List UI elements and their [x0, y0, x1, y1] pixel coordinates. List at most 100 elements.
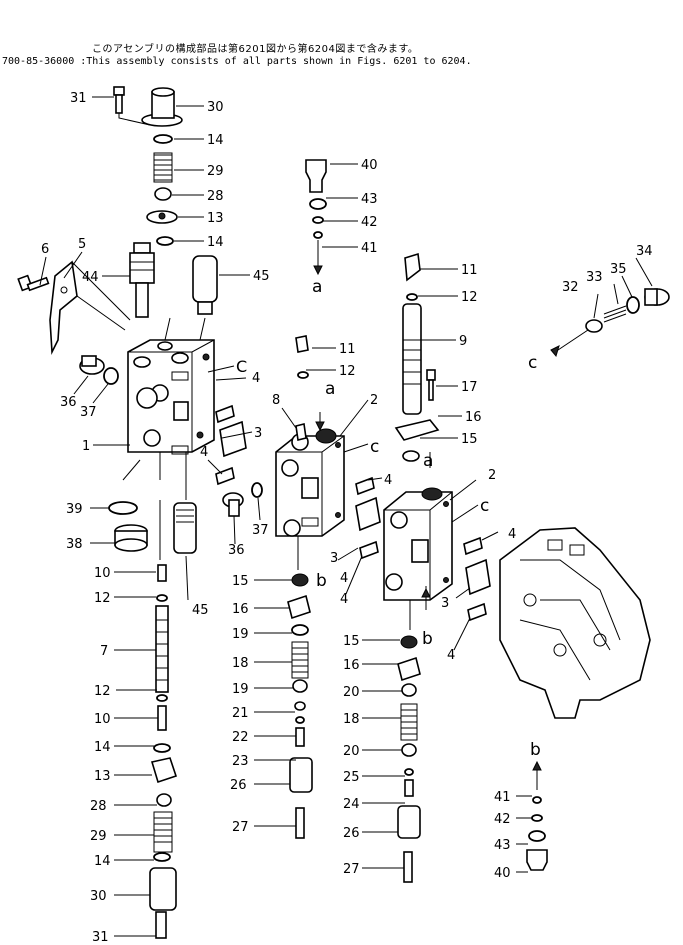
- cap-38: [114, 524, 148, 552]
- cap-30-top: [141, 87, 183, 127]
- assembled-valve-silhouette: [499, 527, 651, 719]
- gaskets-middle: [215, 404, 375, 517]
- far-right-parts: [550, 288, 670, 358]
- header-note-english: 700-85-36000 :This assembly consists of …: [2, 56, 472, 67]
- callout-c-4: c: [480, 496, 489, 516]
- callout-6: 6: [41, 242, 49, 257]
- callout-10-b: 10: [94, 712, 111, 727]
- header-note-japanese: このアセンブリの構成部品は第6201図から第6204図まで含みます。: [92, 44, 419, 55]
- callout-29-top: 29: [207, 164, 224, 179]
- callout-14-c: 14: [94, 740, 111, 755]
- callout-23: 23: [232, 754, 249, 769]
- callout-12-a: 12: [94, 591, 111, 606]
- o-ring-37-left: [103, 367, 119, 385]
- callout-25: 25: [343, 770, 360, 785]
- cartridge-45-top: [192, 255, 218, 315]
- callout-3-b: 3: [441, 596, 449, 611]
- callout-31-b: 31: [92, 930, 109, 945]
- callout-4-c: 4: [384, 473, 392, 488]
- callout-36-left: 36: [60, 395, 77, 410]
- right-lower-column: [397, 635, 421, 883]
- callout-4-e: 4: [447, 648, 455, 663]
- callout-40-top: 40: [361, 158, 378, 173]
- callout-29-b: 29: [90, 829, 107, 844]
- callout-39: 39: [66, 502, 83, 517]
- callout-42-bottom: 42: [494, 812, 511, 827]
- callout-16-right-lower: 16: [343, 658, 360, 673]
- callout-30-b: 30: [90, 889, 107, 904]
- left-spool-stack: [17, 86, 218, 939]
- callout-b-2: b: [422, 629, 433, 649]
- callout-c-1: c: [528, 353, 537, 373]
- callout-32: 32: [562, 280, 579, 295]
- callout-15-right-lower: 15: [343, 634, 360, 649]
- callout-11-middle: 11: [339, 342, 356, 357]
- bolt-6: [17, 274, 50, 292]
- retainer-13-top: [146, 210, 178, 224]
- callout-8: 8: [272, 393, 280, 408]
- callout-42-top: 42: [361, 215, 378, 230]
- callout-26-middle: 26: [230, 778, 247, 793]
- callout-4-g: 4: [340, 571, 348, 586]
- section-body-middle: [275, 335, 345, 570]
- callout-26-right: 26: [343, 826, 360, 841]
- callout-41-bottom: 41: [494, 790, 511, 805]
- callout-45-top: 45: [253, 269, 270, 284]
- callout-37-middle: 37: [252, 523, 269, 538]
- seat-28-top: [154, 187, 172, 201]
- callout-12-right: 12: [461, 290, 478, 305]
- callout-a-1: a: [312, 277, 322, 297]
- spool-column-left: [149, 564, 178, 939]
- bracket-5: [49, 260, 131, 356]
- plug-36-middle: [222, 492, 244, 517]
- callout-4-b: 4: [200, 445, 208, 460]
- callout-27-middle: 27: [232, 820, 249, 835]
- callout-C-2: C: [236, 357, 247, 376]
- callout-19-a: 19: [232, 627, 249, 642]
- callout-7: 7: [100, 644, 108, 659]
- callout-20-b: 20: [343, 744, 360, 759]
- callout-21: 21: [232, 706, 249, 721]
- middle-lower-column: [287, 573, 313, 839]
- callout-2-right: 2: [488, 468, 496, 483]
- callout-45-lower: 45: [192, 603, 209, 618]
- callout-14-d: 14: [94, 854, 111, 869]
- callout-20-a: 20: [343, 685, 360, 700]
- callout-15-right: 15: [461, 432, 478, 447]
- o-ring-39: [108, 501, 138, 515]
- callout-4-f: 4: [340, 592, 348, 607]
- callout-40-bottom: 40: [494, 866, 511, 881]
- spring-29-top: [153, 152, 173, 183]
- callout-5: 5: [78, 237, 86, 252]
- right-top-stack: [394, 252, 440, 468]
- callout-24: 24: [343, 797, 360, 812]
- callout-b-3: b: [530, 740, 541, 760]
- bolt-31-top: [113, 86, 151, 126]
- callout-31-top: 31: [70, 91, 87, 106]
- callout-16-middle: 16: [232, 602, 249, 617]
- o-ring-14-top: [153, 134, 173, 144]
- callout-41-top: 41: [361, 241, 378, 256]
- cartridge-45-lower: [173, 502, 197, 554]
- callout-a-3: a: [423, 451, 433, 471]
- callout-38: 38: [66, 537, 83, 552]
- callout-17: 17: [461, 380, 478, 395]
- callout-9: 9: [459, 334, 467, 349]
- callout-4-a: 4: [252, 371, 260, 386]
- figure-header: このアセンブリの構成部品は第6201図から第6204図まで含みます。 700-8…: [0, 0, 683, 70]
- leader-lines: [39, 96, 653, 937]
- callout-3-c: 3: [330, 551, 338, 566]
- callout-28-b: 28: [90, 799, 107, 814]
- callout-12-middle: 12: [339, 364, 356, 379]
- callout-18-right: 18: [343, 712, 360, 727]
- callout-35: 35: [610, 262, 627, 277]
- callout-22: 22: [232, 730, 249, 745]
- callout-c-3: c: [370, 437, 379, 457]
- callout-15-middle: 15: [232, 574, 249, 589]
- callout-3-a: 3: [254, 426, 262, 441]
- callout-27-right: 27: [343, 862, 360, 877]
- leader-39: [122, 459, 141, 481]
- callout-12-b: 12: [94, 684, 111, 699]
- callout-34: 34: [636, 244, 653, 259]
